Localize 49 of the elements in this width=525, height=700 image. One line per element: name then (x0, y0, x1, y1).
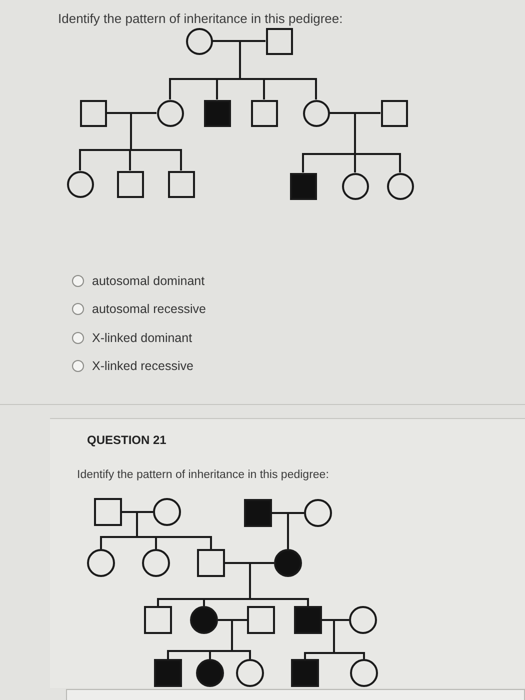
pedigree-line (225, 562, 274, 564)
pedigree-line (354, 113, 401, 172)
question-prompt: Identify the pattern of inheritance in this pedigree: (77, 468, 329, 483)
question-heading: QUESTION 21 (87, 433, 166, 448)
male-symbol (197, 549, 225, 577)
male-symbol (80, 100, 106, 126)
question-prompt: Identify the pattern of inheritance in this pedigree: (58, 11, 343, 27)
female-symbol (142, 549, 170, 577)
male-symbol (380, 100, 408, 126)
female-symbol (342, 172, 368, 200)
male-symbol (116, 170, 144, 198)
pedigree-line (212, 40, 266, 42)
pedigree-line (322, 619, 349, 621)
affected-male-symbol (291, 659, 319, 687)
pedigree-line (249, 563, 309, 606)
affected-male-symbol (244, 499, 272, 527)
female-symbol (87, 549, 115, 577)
pedigree-line (330, 112, 380, 114)
female-symbol (349, 606, 377, 634)
male-symbol (144, 606, 172, 634)
affected-male-symbol (204, 100, 230, 126)
female-symbol (156, 100, 184, 126)
female-symbol (350, 659, 378, 687)
option-label: autosomal recessive (92, 301, 206, 317)
male-symbol (266, 28, 292, 54)
male-symbol (94, 498, 122, 526)
female-symbol (186, 28, 212, 54)
pedigree-line (106, 112, 156, 114)
affected-male-symbol (154, 659, 182, 687)
affected-male-symbol (294, 606, 322, 634)
pedigree-line (287, 513, 289, 549)
pedigree-line (122, 511, 153, 513)
pedigree-line (231, 620, 251, 659)
option-label: X-linked recessive (92, 358, 194, 374)
female-symbol (304, 499, 332, 527)
option-label: X-linked dominant (92, 330, 192, 346)
pedigree-line (218, 619, 247, 621)
male-symbol (250, 100, 278, 126)
affected-male-symbol (290, 172, 316, 200)
male-symbol (168, 170, 194, 198)
female-symbol (236, 659, 264, 687)
option-label: autosomal dominant (92, 273, 205, 289)
pedigree-line (333, 620, 365, 659)
female-symbol (302, 100, 330, 126)
female-symbol (386, 172, 414, 200)
male-symbol (247, 606, 275, 634)
pedigree-line (272, 512, 304, 514)
female-symbol (153, 498, 181, 526)
female-symbol (66, 170, 94, 198)
